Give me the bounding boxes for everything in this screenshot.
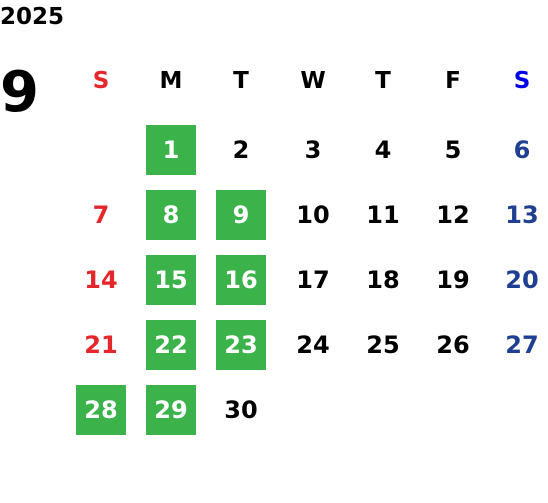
calendar-day-2[interactable]: 2	[232, 136, 250, 164]
weekday-header-tue: T	[233, 68, 249, 94]
calendar-day-24[interactable]: 24	[296, 331, 330, 359]
calendar-day-10[interactable]: 10	[296, 201, 330, 229]
calendar-month: 9	[0, 60, 39, 125]
weekday-header-wed: W	[300, 68, 326, 94]
calendar-day-29[interactable]: 29	[146, 385, 196, 435]
calendar-day-9[interactable]: 9	[216, 190, 266, 240]
calendar-day-23[interactable]: 23	[216, 320, 266, 370]
calendar-day-26[interactable]: 26	[436, 331, 470, 359]
calendar-day-27[interactable]: 27	[505, 331, 539, 359]
calendar-day-8[interactable]: 8	[146, 190, 196, 240]
weekday-header-sat: S	[513, 68, 531, 94]
calendar-day-18[interactable]: 18	[366, 266, 400, 294]
calendar-day-6[interactable]: 6	[513, 136, 531, 164]
weekday-header-sun: S	[92, 68, 110, 94]
calendar-day-4[interactable]: 4	[374, 136, 392, 164]
calendar-day-14[interactable]: 14	[84, 266, 118, 294]
weekday-header-thu: T	[375, 68, 391, 94]
calendar-day-25[interactable]: 25	[366, 331, 400, 359]
calendar-day-17[interactable]: 17	[296, 266, 330, 294]
calendar-day-20[interactable]: 20	[505, 266, 539, 294]
calendar-year: 2025	[0, 4, 65, 30]
calendar-day-22[interactable]: 22	[146, 320, 196, 370]
calendar-day-21[interactable]: 21	[84, 331, 118, 359]
calendar-day-5[interactable]: 5	[444, 136, 462, 164]
calendar-day-16[interactable]: 16	[216, 255, 266, 305]
calendar-day-12[interactable]: 12	[436, 201, 470, 229]
weekday-header-fri: F	[445, 68, 461, 94]
calendar-day-11[interactable]: 11	[366, 201, 400, 229]
calendar-day-13[interactable]: 13	[505, 201, 539, 229]
calendar-day-30[interactable]: 30	[224, 396, 258, 424]
calendar-day-15[interactable]: 15	[146, 255, 196, 305]
calendar-day-3[interactable]: 3	[304, 136, 322, 164]
weekday-header-mon: M	[159, 68, 183, 94]
calendar-day-7[interactable]: 7	[92, 201, 110, 229]
calendar-day-19[interactable]: 19	[436, 266, 470, 294]
calendar-day-28[interactable]: 28	[76, 385, 126, 435]
calendar-day-1[interactable]: 1	[146, 125, 196, 175]
